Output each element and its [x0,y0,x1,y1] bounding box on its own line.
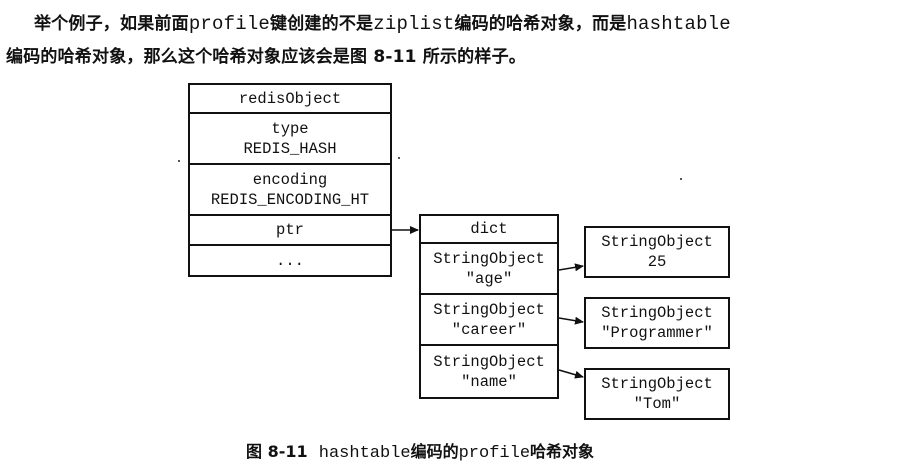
dict-title-text: dict [470,220,508,238]
value-text: "Tom" [633,395,681,413]
career-to-value-arrow [558,316,584,325]
paragraph-code: ziplist [373,13,455,35]
dict-entry-career: StringObject "career" [421,295,557,346]
ptr-label: ptr [276,221,304,239]
caption-text: 哈希对象 [530,442,595,461]
scan-speck [680,178,682,180]
caption-text: 编码的 [410,442,459,461]
ellipsis-label: ... [276,251,304,270]
redis-object-ellipsis-cell: ... [190,246,390,275]
paragraph-text: 编码的哈希对象，而是 [454,14,627,34]
paragraph-code: profile [188,13,271,35]
redis-object-title-text: redisObject [238,89,342,108]
age-to-value-arrow [558,263,584,272]
dict-key-type: StringObject [433,300,545,319]
paragraph-line-2: 编码的哈希对象，那么这个哈希对象应该会是图 8-11 所示的样子。 [6,47,526,67]
dict-key-type: StringObject [433,249,545,268]
redis-object-title: redisObject [190,85,390,114]
encoding-label: encoding [252,170,328,189]
paragraph-text: 举个例子，如果前面 [34,14,189,34]
dict-key: "age" [465,269,513,288]
caption-code: profile [458,444,531,463]
value-box-age: StringObject 25 [584,226,730,278]
dict-key: "career" [451,320,527,339]
caption-figure-number: 图 8-11 [246,442,308,461]
dict-key-type: StringObject [433,352,545,371]
value-box-career: StringObject "Programmer" [584,297,730,349]
paragraph-code: hashtable [626,13,731,35]
scan-speck [178,160,180,162]
paragraph-line-1: 举个例子，如果前面profile键创建的不是ziplist编码的哈希对象，而是h… [34,9,731,35]
redis-object-ptr-cell: ptr [190,216,390,246]
dict-key: "name" [461,372,517,391]
dict-title: dict [421,216,557,244]
value-type: StringObject [601,304,713,322]
dict-entry-age: StringObject "age" [421,244,557,295]
value-text: 25 [647,253,667,271]
scan-speck [398,157,400,159]
dict-entry-name: StringObject "name" [421,346,557,397]
dict-box: dict StringObject "age" StringObject "ca… [419,214,559,399]
value-type: StringObject [601,233,713,251]
name-to-value-arrow [558,369,584,379]
paragraph-text: 键创建的不是 [270,14,374,34]
redis-object-box: redisObject type REDIS_HASH encoding RED… [188,83,392,277]
redis-object-type-cell: type REDIS_HASH [190,114,390,165]
figure-caption: 图 8-11 hashtable编码的profile哈希对象 [246,438,594,463]
value-type: StringObject [601,375,713,393]
value-text: "Programmer" [601,324,713,342]
type-label: type [271,119,309,138]
redis-object-encoding-cell: encoding REDIS_ENCODING_HT [190,165,390,216]
caption-code: hashtable [318,444,411,463]
value-box-name: StringObject "Tom" [584,368,730,420]
encoding-value: REDIS_ENCODING_HT [210,190,370,209]
type-value: REDIS_HASH [243,139,337,158]
